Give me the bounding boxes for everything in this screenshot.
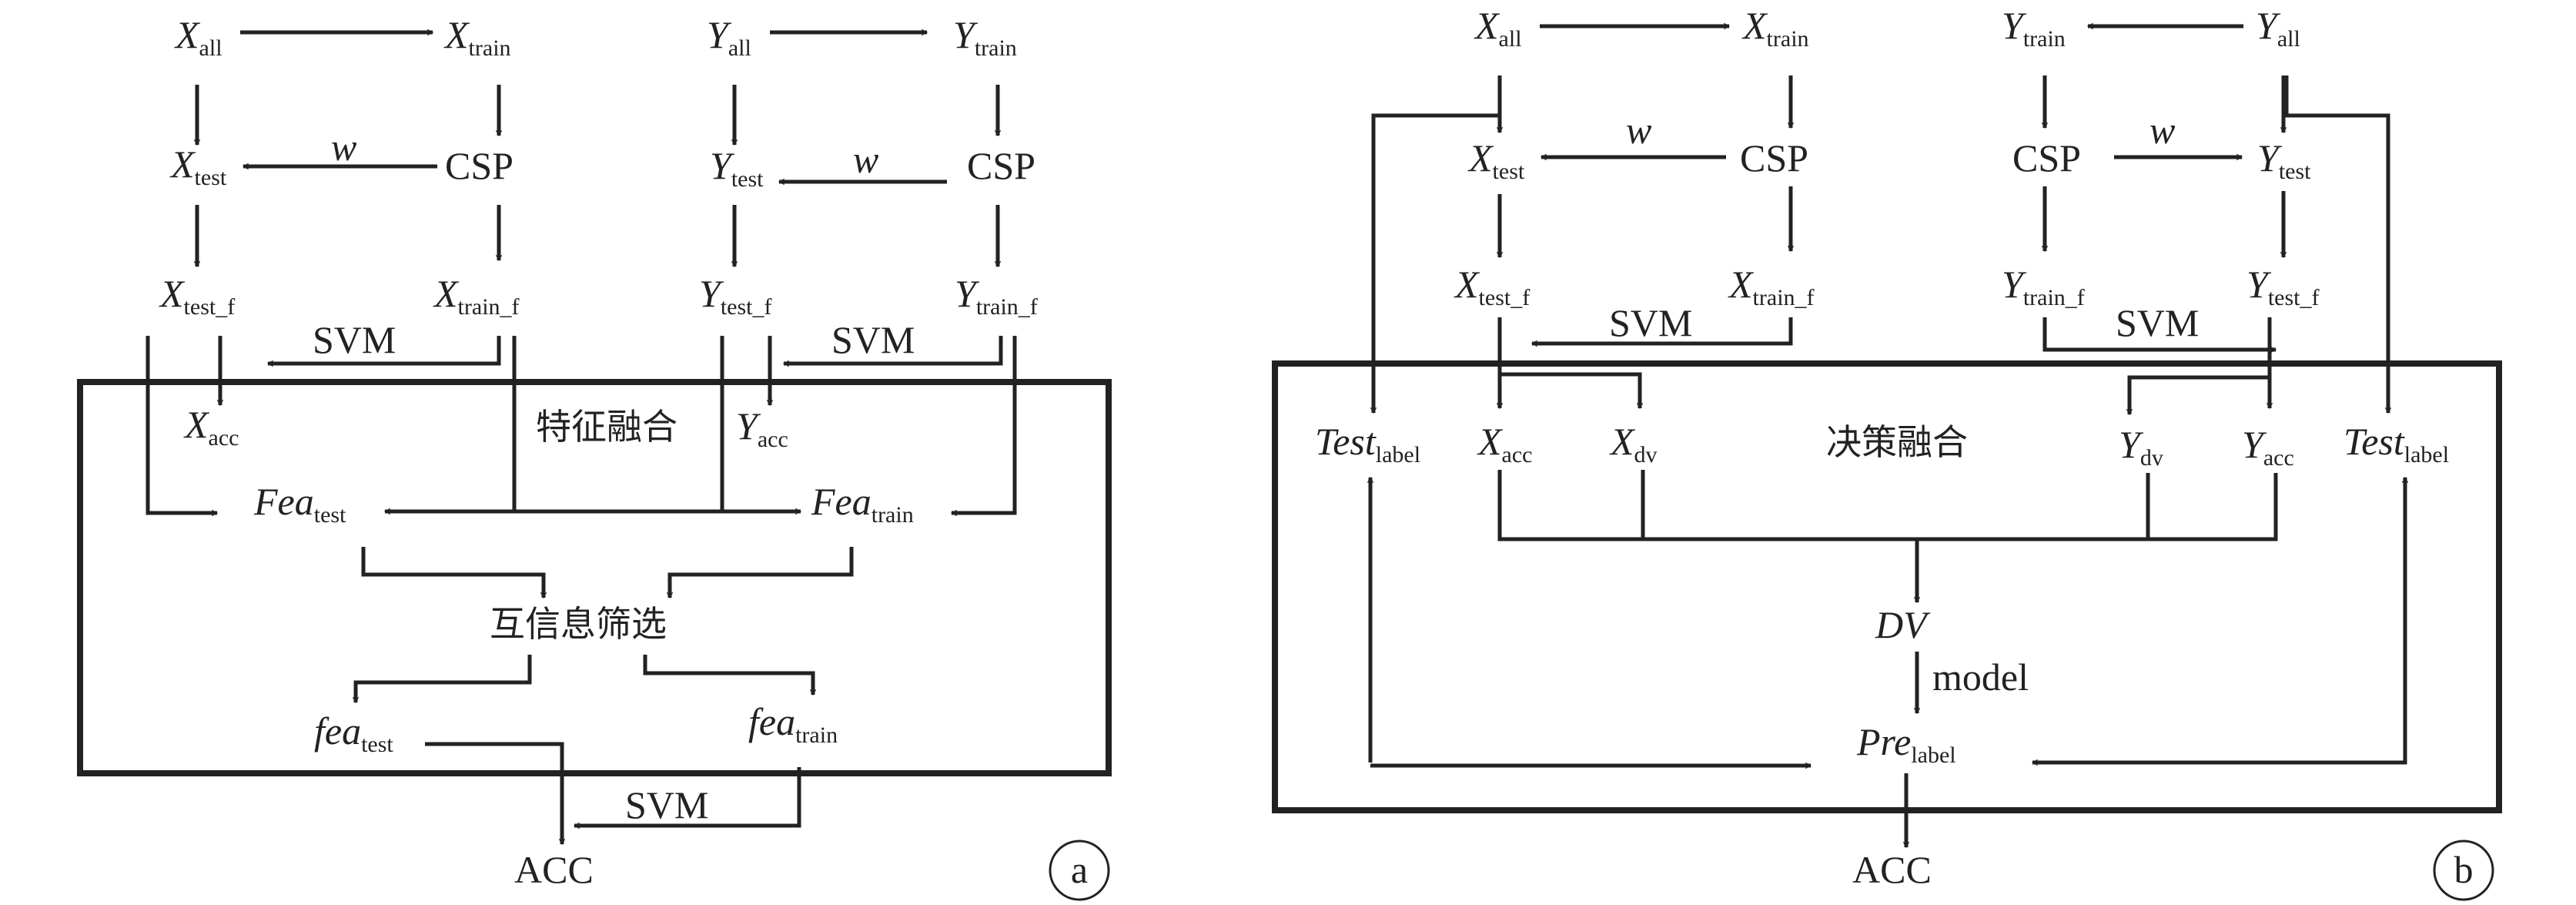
node-y-train: Ytrain <box>953 13 1017 61</box>
node-fea-test: Featest <box>253 480 346 528</box>
label-b-w-x: w <box>1626 109 1651 152</box>
label-b-model: model <box>1932 655 2029 699</box>
fusion-title: 特征融合 <box>536 406 677 447</box>
panel-b: Xall Xtrain Ytrain Yall Xtest CSP CSP Yt… <box>1272 4 2502 901</box>
panel-b-badge-label: b <box>2454 848 2474 891</box>
node-x-all: Xall <box>174 13 222 61</box>
node-b-y-all: Yall <box>2256 4 2300 52</box>
fusion-b-title: 决策融合 <box>1826 421 1968 463</box>
node-b-x-train-f: Xtrain_f <box>1728 263 1815 310</box>
node-b-csp-x: CSP <box>1740 136 1808 179</box>
mi-select-label: 互信息筛选 <box>490 603 667 645</box>
node-b-y-train: Ytrain <box>2002 4 2066 52</box>
label-svm-y: SVM <box>831 318 915 361</box>
node-b-x-train: Xtrain <box>1741 4 1809 52</box>
node-fea-test-low: featest <box>314 709 393 757</box>
node-b-y-acc: Yacc <box>2242 423 2294 471</box>
node-y-acc: Yacc <box>736 404 788 452</box>
label-b-svm-x: SVM <box>1609 301 1692 344</box>
node-x-test-f: Xtest_f <box>159 272 235 320</box>
node-fea-train-low: featrain <box>748 700 838 748</box>
panel-a-badge <box>1049 840 1110 901</box>
node-b-test-label-right: Testlabel <box>2343 420 2449 468</box>
node-x-test: Xtest <box>169 142 227 190</box>
node-b-test-label-left: Testlabel <box>1315 420 1420 468</box>
node-csp-x: CSP <box>445 144 514 187</box>
node-x-acc: Xacc <box>183 403 239 451</box>
label-svm-x: SVM <box>313 318 396 361</box>
node-b-csp-y: CSP <box>2012 136 2081 179</box>
node-b-y-train-f: Ytrain_f <box>2002 263 2085 310</box>
node-acc: ACC <box>514 848 594 891</box>
node-y-all: Yall <box>707 13 751 61</box>
node-y-test: Ytest <box>710 144 764 192</box>
node-x-train: Xtrain <box>443 13 511 61</box>
node-y-test-f: Ytest_f <box>699 272 771 320</box>
node-fea-train: Featrain <box>811 480 914 528</box>
label-w-x: w <box>331 126 356 169</box>
node-b-pre-label: Prelabel <box>1856 720 1956 768</box>
node-b-acc: ACC <box>1852 848 1932 891</box>
node-b-x-all: Xall <box>1474 4 1522 52</box>
node-b-y-test: Ytest <box>2257 136 2311 184</box>
node-b-x-test: Xtest <box>1467 136 1525 184</box>
label-w-y: w <box>853 138 878 181</box>
node-b-y-test-f: Ytest_f <box>2246 263 2319 310</box>
panel-b-badge <box>2433 840 2494 901</box>
node-b-x-dv: Xdv <box>1609 420 1658 468</box>
feature-fusion-box <box>77 379 1112 776</box>
node-b-y-dv: Ydv <box>2119 423 2163 471</box>
node-csp-y: CSP <box>967 144 1035 187</box>
node-x-train-f: Xtrain_f <box>433 272 520 320</box>
decision-fusion-box <box>1272 360 2502 813</box>
node-b-dv: DV <box>1875 603 1931 646</box>
label-b-svm-y: SVM <box>2116 301 2199 344</box>
node-b-x-test-f: Xtest_f <box>1454 263 1530 310</box>
node-b-x-acc: Xacc <box>1477 420 1533 468</box>
node-y-train-f: Ytrain_f <box>955 272 1038 320</box>
label-b-w-y: w <box>2149 109 2175 152</box>
label-svm-final: SVM <box>625 783 708 826</box>
panel-a-badge-label: a <box>1071 848 1088 891</box>
panel-a: Xall Xtrain Yall Ytrain Xtest CSP Ytest … <box>77 13 1112 901</box>
